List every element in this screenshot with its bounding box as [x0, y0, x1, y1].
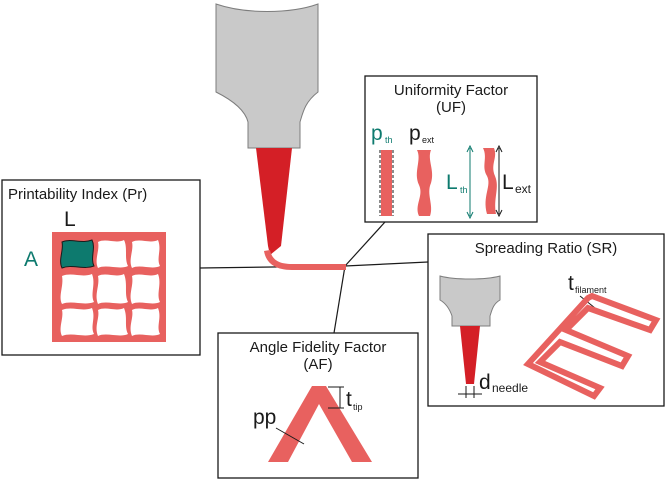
p-ext-symbol: p: [409, 122, 421, 145]
small-nozzle-tip: [460, 326, 480, 384]
lattice-pores: [60, 240, 160, 336]
p-ext-subscript: ext: [422, 135, 435, 145]
t-tip-symbol: t: [346, 388, 352, 411]
uniformity-factor-panel: Uniformity Factor (UF) p th p ext L th L…: [364, 75, 538, 223]
printability-index-panel: Printability Index (Pr) L A: [1, 179, 201, 356]
angle-title-line1: Angle Fidelity Factor: [250, 339, 387, 356]
L-ext-subscript: ext: [515, 182, 532, 196]
L-th-subscript: th: [460, 185, 468, 195]
uniformity-factor-box: [364, 75, 538, 223]
extruded-strand-length: [483, 148, 497, 214]
nozzle-body: [215, 3, 319, 149]
L-th-arrowheads: [466, 144, 474, 220]
nozzle-tip: [256, 148, 292, 255]
theoretical-strand-outline: [379, 150, 394, 216]
t-filament-symbol: t: [568, 272, 574, 295]
printability-title: Printability Index (Pr): [8, 186, 147, 203]
small-nozzle-body: [439, 275, 501, 327]
spreading-ratio-panel: Spreading Ratio (SR) d needle t filament: [427, 233, 665, 407]
pp-leader: [275, 427, 305, 445]
p-th-subscript: th: [385, 135, 393, 145]
printed-filament: [264, 250, 346, 270]
uniformity-title-line2: (UF): [436, 99, 466, 116]
pore-area-highlight: [60, 239, 95, 269]
t-tip-subscript: tip: [353, 402, 363, 412]
connector-spreading: [344, 261, 429, 267]
angle-title-line2: (AF): [303, 356, 332, 373]
connector-angle: [333, 265, 346, 334]
L-ext-arrowheads: [495, 144, 503, 218]
theoretical-strand: [381, 150, 392, 216]
p-th-symbol: p: [371, 122, 383, 145]
d-subscript: needle: [492, 381, 528, 395]
L-symbol: L: [64, 208, 76, 231]
d-symbol: d: [479, 371, 491, 394]
connector-lines: [199, 221, 429, 334]
t-filament-subscript: filament: [575, 285, 607, 295]
A-symbol: A: [24, 248, 38, 271]
L-th-symbol: L: [446, 171, 458, 194]
L-ext-symbol: L: [502, 171, 514, 194]
extruded-strand: [416, 150, 433, 216]
spreading-title: Spreading Ratio (SR): [475, 240, 618, 257]
connector-uniformity: [344, 221, 386, 267]
pp-symbol: pp: [253, 406, 276, 429]
main-nozzle: [215, 3, 346, 270]
angle-strand: [268, 386, 372, 462]
uniformity-title-line1: Uniformity Factor: [394, 82, 508, 99]
angle-fidelity-panel: Angle Fidelity Factor (AF) t tip pp: [217, 332, 419, 479]
serpentine-filament: [523, 292, 661, 400]
